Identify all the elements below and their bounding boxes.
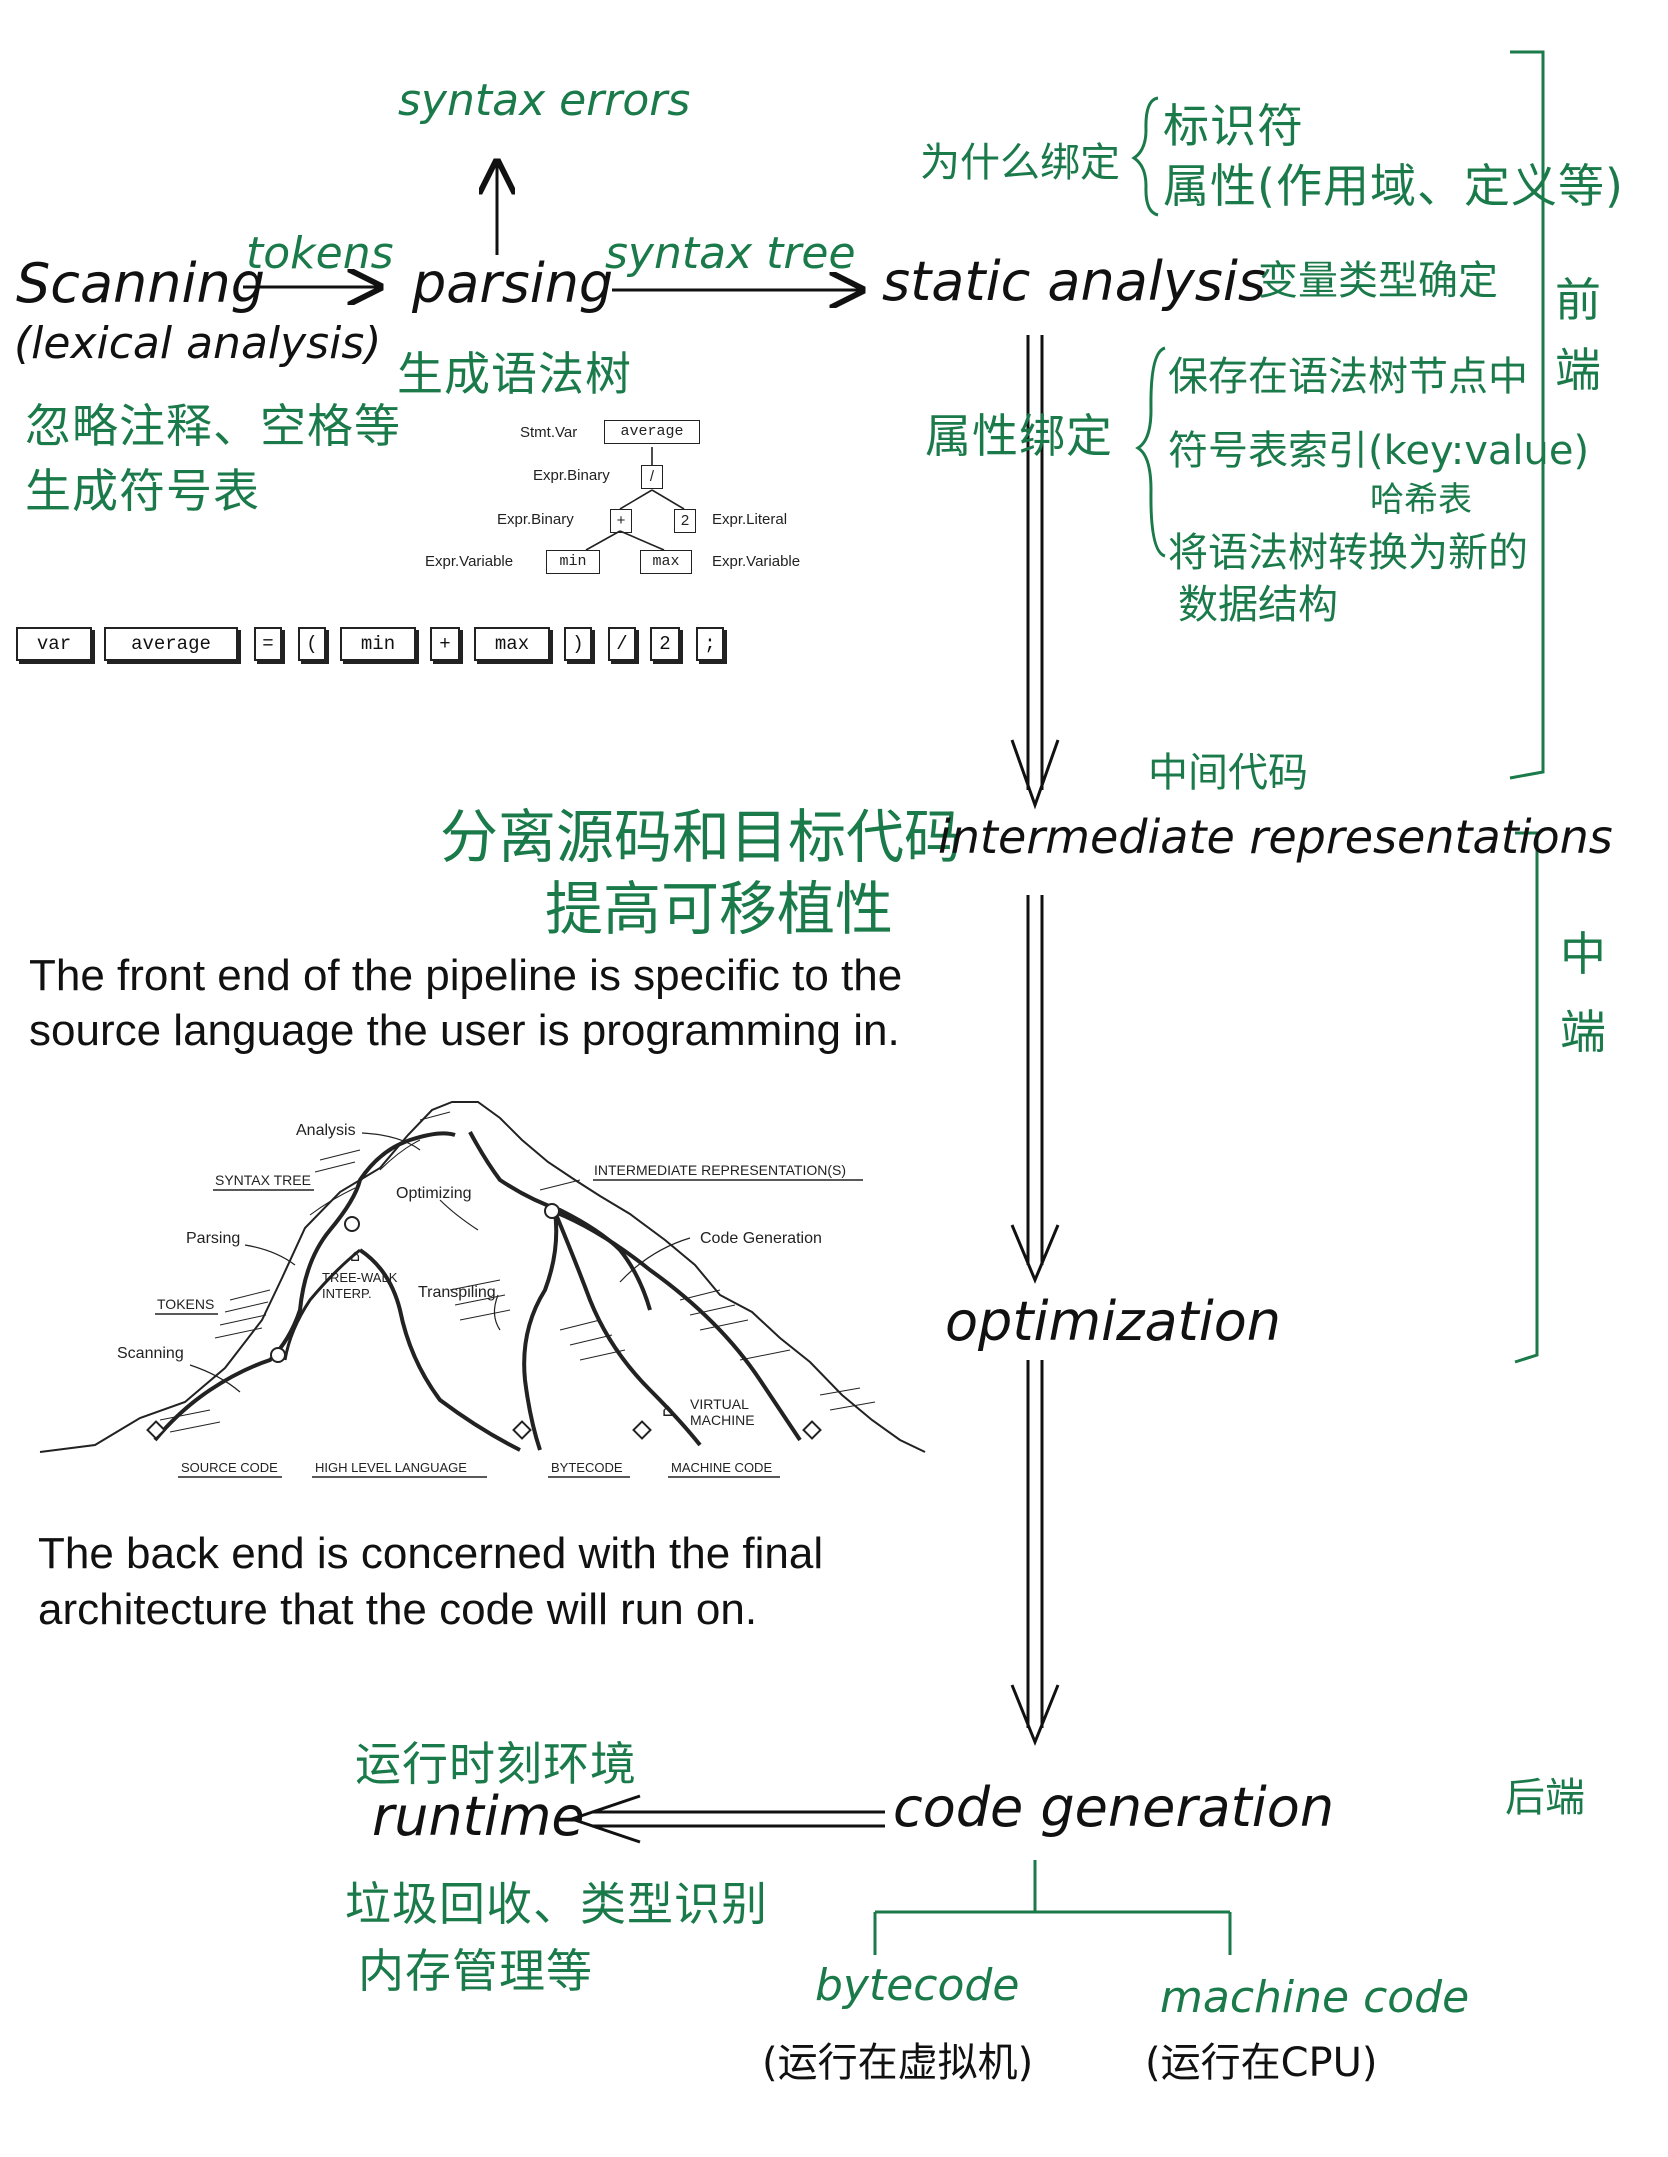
- bytecode-label: bytecode: [815, 1960, 1020, 2011]
- token-slash: /: [608, 627, 636, 661]
- machine-code-note: (运行在CPU): [1145, 2040, 1378, 2086]
- tokens-label: tokens: [246, 228, 394, 279]
- scan-note-symbol-table: 生成符号表: [25, 464, 260, 518]
- mountain-transpiling: Transpiling: [418, 1284, 496, 1301]
- mountain-ir: INTERMEDIATE REPRESENTATION(S): [594, 1162, 847, 1178]
- tree-expr-variable-2: Expr.Variable: [712, 553, 801, 570]
- mountain-bytecode: BYTECODE: [551, 1460, 623, 1475]
- attr-item-tree-node: 保存在语法树节点中: [1168, 354, 1528, 400]
- attr-item-data-structure: 数据结构: [1178, 582, 1338, 628]
- token-lparen: (: [298, 627, 326, 661]
- tree-two-box: 2: [674, 509, 696, 533]
- parsing-label: parsing: [412, 252, 614, 315]
- tree-max-box: max: [640, 550, 692, 574]
- runtime-note-gc: 垃圾回收、类型识别: [345, 1877, 768, 1931]
- tree-expr-binary-2: Expr.Binary: [497, 511, 574, 528]
- syntax-errors-label: syntax errors: [398, 75, 691, 126]
- attr-item-symbol-index: 符号表索引(key:value): [1168, 428, 1590, 474]
- mountain-illustration: [39, 1101, 926, 1478]
- tree-plus-box: +: [610, 509, 632, 533]
- scan-note-comments: 忽略注释、空格等: [25, 399, 401, 453]
- front-end-bracket: [1509, 50, 1545, 780]
- front-end-paragraph-line1: The front end of the pipeline is specifi…: [29, 951, 903, 1000]
- why-bind-item-attributes: 属性(作用域、定义等): [1163, 159, 1624, 213]
- back-end-paragraph-line2: architecture that the code will run on.: [38, 1585, 758, 1634]
- front-end-paragraph-line2: source language the user is programming …: [29, 1006, 900, 1055]
- tree-expr-literal: Expr.Literal: [712, 511, 788, 528]
- tree-figure-lines: [585, 447, 685, 551]
- attr-item-hash-table: 哈希表: [1370, 480, 1472, 520]
- runtime-label: runtime: [372, 1785, 585, 1848]
- token-semicolon: ;: [696, 627, 724, 661]
- runtime-note-memory: 内存管理等: [358, 1944, 593, 1998]
- why-bind-item-identifier: 标识符: [1163, 99, 1304, 153]
- token-two: 2: [650, 627, 680, 661]
- mountain-tokens: TOKENS: [157, 1296, 215, 1312]
- tree-slash-box: /: [641, 465, 663, 489]
- mountain-tree-walk-1: TREE-WALK: [322, 1270, 398, 1285]
- mountain-analysis: Analysis: [296, 1122, 356, 1139]
- optimization-label: optimization: [945, 1290, 1281, 1353]
- ir-to-opt-arrow: [1010, 895, 1060, 1284]
- token-rparen: ): [564, 627, 592, 661]
- mountain-high-level: HIGH LEVEL LANGUAGE: [315, 1460, 467, 1475]
- front-end-label: 前端: [1555, 273, 1602, 397]
- attr-bind-label: 属性绑定: [925, 409, 1113, 463]
- mountain-tree-walk-2: INTERP.: [322, 1286, 372, 1301]
- mountain-vm-2: MACHINE: [690, 1412, 755, 1428]
- mountain-parsing: Parsing: [186, 1230, 241, 1247]
- tree-expr-binary-1: Expr.Binary: [533, 467, 610, 484]
- ir-note-separate: 分离源码和目标代码: [440, 803, 963, 871]
- syntax-tree-label: syntax tree: [605, 228, 856, 279]
- tree-expr-variable-1: Expr.Variable: [425, 553, 514, 570]
- token-max: max: [474, 627, 550, 661]
- vm-building-icon: ⌂: [662, 1400, 674, 1421]
- mountain-code-generation: Code Generation: [700, 1230, 822, 1247]
- ir-label: intermediate representations: [938, 810, 1613, 864]
- opt-to-codegen-arrow: [1010, 1360, 1060, 1747]
- middle-end-label: 中端: [1560, 927, 1607, 1059]
- mountain-vm-1: VIRTUAL: [690, 1396, 749, 1412]
- machine-code-label: machine code: [1160, 1972, 1470, 2023]
- var-type-note: 变量类型确定: [1258, 258, 1498, 304]
- token-min: min: [340, 627, 416, 661]
- attr-item-convert: 将语法树转换为新的: [1168, 530, 1528, 576]
- scanning-label: Scanning: [16, 252, 266, 315]
- static-to-ir-arrow: [1010, 335, 1060, 810]
- mountain-scanning: Scanning: [117, 1345, 184, 1362]
- middle-end-bracket: [1514, 831, 1539, 1364]
- mountain-syntax-tree: SYNTAX TREE: [215, 1172, 311, 1188]
- attr-bind-brace: [1135, 346, 1166, 558]
- mountain-optimizing: Optimizing: [396, 1185, 472, 1202]
- parse-note: 生成语法树: [397, 347, 632, 401]
- tree-walk-building-icon: ⌂: [350, 1246, 361, 1265]
- codegen-branch: [873, 1860, 1232, 1955]
- tree-min-box: min: [546, 550, 600, 574]
- static-analysis-label: static analysis: [882, 250, 1267, 313]
- why-bind-label: 为什么绑定: [920, 140, 1120, 186]
- back-end-label: 后端: [1505, 1775, 1585, 1821]
- mountain-source-code: SOURCE CODE: [181, 1460, 278, 1475]
- tree-stmt-var: Stmt.Var: [520, 424, 578, 441]
- token-var: var: [16, 627, 92, 661]
- why-bind-brace: [1131, 96, 1159, 217]
- bytecode-note: (运行在虚拟机): [762, 2040, 1034, 2086]
- ir-note-portability: 提高可移植性: [545, 875, 894, 943]
- tree-average-box: average: [604, 420, 700, 444]
- token-plus: +: [430, 627, 460, 661]
- runtime-cn-label: 运行时刻环境: [355, 1737, 637, 1791]
- token-equals: =: [254, 627, 282, 661]
- back-end-paragraph-line1: The back end is concerned with the final: [38, 1529, 824, 1578]
- token-average: average: [104, 627, 238, 661]
- codegen-to-runtime-arrow: [567, 1794, 885, 1844]
- lexical-analysis-label: (lexical analysis): [14, 318, 382, 369]
- code-generation-label: code generation: [893, 1776, 1335, 1839]
- ir-cn-label: 中间代码: [1148, 750, 1308, 796]
- mountain-machine-code: MACHINE CODE: [671, 1460, 773, 1475]
